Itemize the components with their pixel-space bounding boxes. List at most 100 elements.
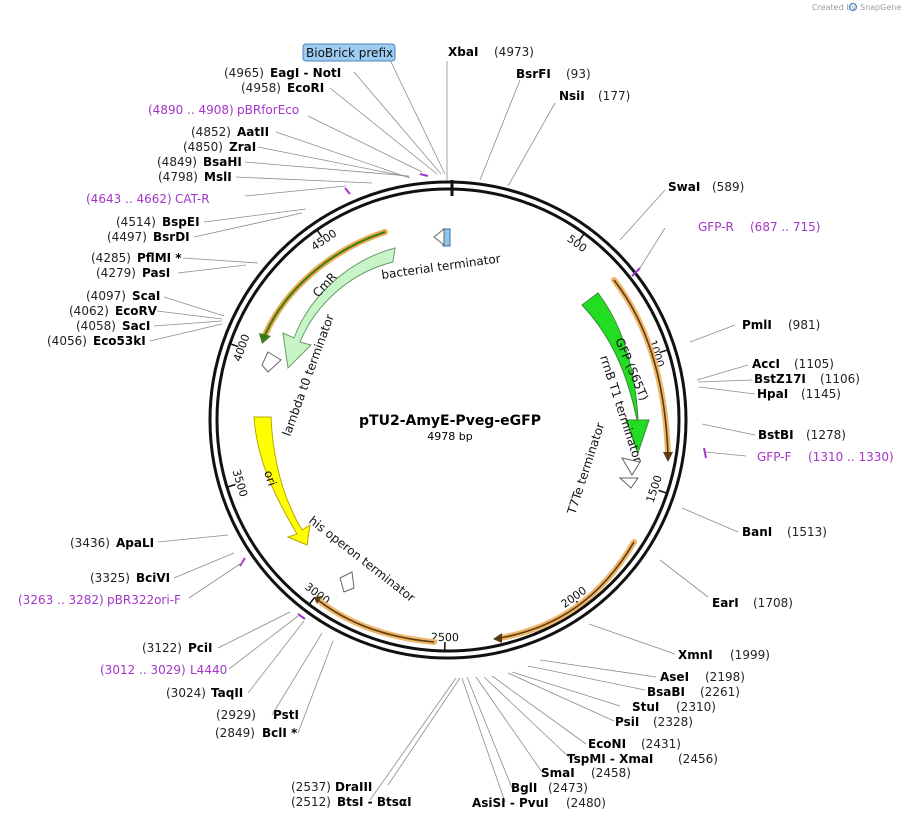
site-bani[interactable]: BanI [742,525,772,539]
primer-cat-r[interactable]: CAT-R [175,192,210,206]
primer-pbrforeco-range: (4890 .. 4908) [148,103,234,117]
site-psti[interactable]: PstI [273,708,299,722]
biobrick-prefix-box [302,43,396,62]
feature-ori-label: ori [261,469,279,488]
site-bsrdi[interactable]: BsrDI [153,230,190,244]
site-eco53ki[interactable]: Eco53kI [93,334,146,348]
site-btsi[interactable]: BtsI - BtsαI [337,795,412,809]
site-xbai[interactable]: XbaI [448,45,478,59]
site-labels-right: XbaI (4973) BsrFI (93) NsiI (177) SwaI (… [448,45,860,810]
site-bsabi-pos: (2261) [700,685,740,699]
site-pflmi[interactable]: PflMI * [137,251,182,265]
site-pflmi-pos: (4285) [91,251,131,265]
bacterial-terminator-icon[interactable] [433,227,445,247]
site-ecorv[interactable]: EcoRV [115,304,158,318]
site-draiii[interactable]: DraIII [335,780,372,794]
site-zrai[interactable]: ZraI [229,140,256,154]
site-acci[interactable]: AccI [752,357,780,371]
feature-ori-arrow[interactable] [253,416,311,546]
primer-mark-l4440 [297,613,306,620]
site-aatii[interactable]: AatII [237,125,269,139]
site-bsahi[interactable]: BsaHI [203,155,242,169]
his-terminator-icon[interactable] [339,571,355,593]
site-pasi-pos: (4279) [96,266,136,280]
primer-pbr322ori-f[interactable]: pBR322ori-F [107,593,181,607]
primer-pbrforeco[interactable]: pBRforEco [237,103,299,117]
lower-left-arrowhead [314,596,322,604]
site-pasi[interactable]: PasI [142,266,170,280]
site-hpai-pos: (1145) [801,387,841,401]
site-apali[interactable]: ApaLI [116,536,154,550]
site-bcli-pos: (2849) [215,726,255,740]
ruler-tick-label: 4000 [231,333,253,364]
site-bstz17i[interactable]: BstZ17I [754,372,806,386]
site-pcii[interactable]: PciI [188,641,213,655]
site-asisi-pvui[interactable]: AsiSI - PvuI [472,796,549,810]
site-econi[interactable]: EcoNI [588,737,626,751]
site-asei-pos: (2198) [705,670,745,684]
site-eagi-noti[interactable]: EagI - NotI [270,66,341,80]
cmr-thin-arrow [264,231,386,336]
site-ecorv-pos: (4062) [69,304,109,318]
ruler-tick-label: 1500 [644,474,665,505]
site-psti-pos: (2929) [216,708,256,722]
site-draiii-pos: (2537) [291,780,331,794]
site-bsrfi[interactable]: BsrFI [516,67,551,81]
primer-mark-cat-r [344,187,351,195]
site-bstz17i-pos: (1106) [820,372,860,386]
site-taqii[interactable]: TaqII [211,686,243,700]
site-nsii[interactable]: NsiI [559,89,585,103]
site-eco53ki-pos: (4056) [47,334,87,348]
site-asisi-pvui-pos: (2480) [566,796,606,810]
site-nsii-pos: (177) [598,89,630,103]
site-bcivi-pos: (3325) [90,571,130,585]
site-taqii-pos: (3024) [166,686,206,700]
t7te-terminator-icon[interactable] [618,477,639,489]
lambda-terminator-icon[interactable] [261,351,282,373]
site-smai[interactable]: SmaI [541,766,575,780]
site-eari[interactable]: EarI [712,596,739,610]
site-swai[interactable]: SwaI [668,180,700,194]
watermark: Created by SnapGene [812,2,901,12]
site-asei[interactable]: AseI [660,670,689,684]
rrnb-terminator-icon[interactable] [620,457,641,476]
primer-pbr322ori-f-range: (3263 .. 3282) [18,593,104,607]
site-bgli[interactable]: BglI [511,781,537,795]
lower-right-arrow [499,541,635,639]
ruler-tick [316,229,323,238]
site-smai-pos: (2458) [591,766,631,780]
primer-l4440-range: (3012 .. 3029) [100,663,186,677]
site-bsrdi-pos: (4497) [107,230,147,244]
site-bcli[interactable]: BclI * [262,726,298,740]
site-msli[interactable]: MslI [204,170,232,184]
feature-cmr-arrow[interactable] [282,247,396,370]
watermark-brand: SnapGene [860,3,901,12]
site-tspmi-xmai[interactable]: TspMI - XmaI [567,752,653,766]
site-psii-pos: (2328) [653,715,693,729]
primer-gfp-f[interactable]: GFP-F [757,450,792,464]
feature-gfp-arrow[interactable] [581,292,650,455]
site-bsabi[interactable]: BsaBI [647,685,685,699]
primer-l4440[interactable]: L4440 [190,663,227,677]
site-msli-pos: (4798) [158,170,198,184]
site-saci[interactable]: SacI [122,319,150,333]
biobrick-prefix-callout[interactable]: BioBrick prefix [302,43,396,62]
primer-gfp-r[interactable]: GFP-R [698,220,734,234]
primer-mark-gfp-r [631,267,641,277]
site-psii[interactable]: PsiI [615,715,639,729]
site-xmni[interactable]: XmnI [678,648,713,662]
t7te-terminator-label: T7Te terminator [564,421,607,517]
site-pmli[interactable]: PmlI [742,318,772,332]
site-saci-pos: (4058) [76,319,116,333]
site-stui[interactable]: StuI [632,700,659,714]
site-eagi-noti-pos: (4965) [224,66,264,80]
site-bsrfi-pos: (93) [566,67,591,81]
site-zrai-pos: (4850) [183,140,223,154]
site-scai[interactable]: ScaI [132,289,160,303]
site-bcivi[interactable]: BciVI [136,571,170,585]
site-econi-pos: (2431) [641,737,681,751]
site-ecori[interactable]: EcoRI [287,81,324,95]
site-bspei[interactable]: BspEI [162,215,200,229]
site-hpai[interactable]: HpaI [757,387,788,401]
site-bstbi[interactable]: BstBI [758,428,794,442]
